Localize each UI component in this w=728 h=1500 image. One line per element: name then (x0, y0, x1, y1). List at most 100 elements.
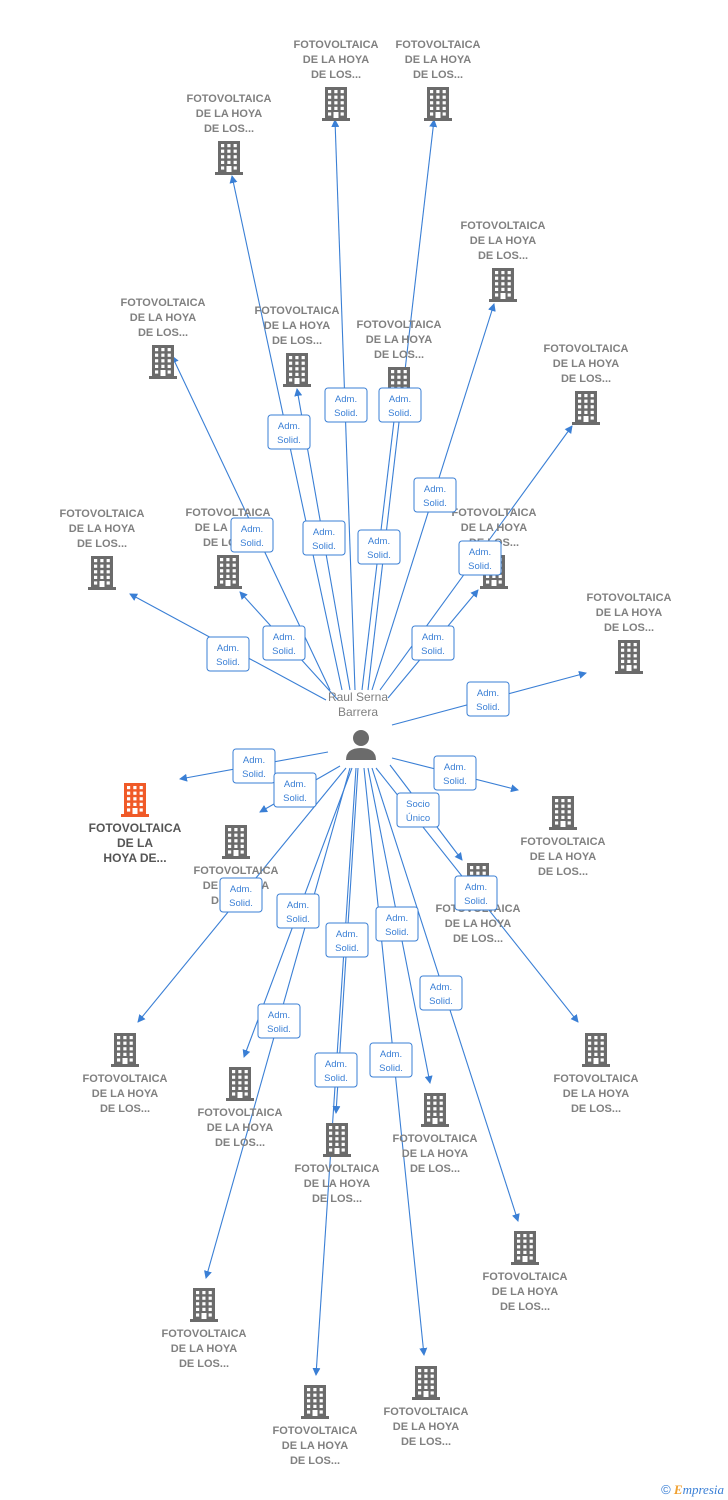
building-icon[interactable] (489, 268, 517, 302)
relation-badge-n14[interactable]: Adm.Solid. (273, 772, 317, 808)
building-icon[interactable] (215, 141, 243, 175)
relation-badge-n1[interactable]: Adm.Solid. (324, 387, 368, 423)
relation-badge-n22[interactable]: Adm.Solid. (419, 975, 463, 1011)
relation-badge-n21[interactable]: Adm.Solid. (375, 906, 419, 942)
relation-text: Adm. (243, 755, 265, 766)
relation-text: Solid. (312, 541, 336, 552)
building-icon[interactable] (121, 783, 149, 817)
relation-badge-n10[interactable]: Adm.Solid. (262, 625, 306, 661)
company-label-line: DE LA HOYA (461, 522, 527, 534)
relation-text: Solid. (379, 1063, 403, 1074)
relation-badge-n3[interactable]: Adm.Solid. (267, 414, 311, 450)
building-icon[interactable] (301, 1385, 329, 1419)
relation-badge-n11[interactable]: Adm. Solid. (411, 625, 455, 661)
relation-badge-n25[interactable]: Adm.Solid. (369, 1042, 413, 1078)
relation-text: Socio (406, 799, 430, 810)
relation-badge-n15[interactable]: Adm.Solid. (433, 755, 477, 791)
building-icon[interactable] (283, 353, 311, 387)
relation-text: Adm. (287, 900, 309, 911)
relation-badge-n9[interactable]: Adm.Solid. (206, 636, 250, 672)
relation-badge-n7[interactable]: Adm.Solid. (357, 529, 401, 565)
building-icon[interactable] (322, 87, 350, 121)
relation-badge-n8[interactable]: Adm.Solid. (458, 540, 502, 576)
relation-text: Solid. (423, 498, 447, 509)
company-label-line: FOTOVOLTAICA (294, 39, 379, 51)
relation-badge-n17[interactable]: Adm.Solid. (454, 875, 498, 911)
building-icon[interactable] (511, 1231, 539, 1265)
relation-text: Adm. (422, 632, 444, 643)
relation-badge-n6[interactable]: Adm. Solid. (302, 520, 346, 556)
building-icon[interactable] (214, 555, 242, 589)
building-icon[interactable] (615, 640, 643, 674)
company-label-line: DE LOS... (77, 538, 127, 550)
relation-badge-n19[interactable]: Adm.Solid. (276, 893, 320, 929)
relation-text: Adm. (313, 527, 335, 538)
building-icon[interactable] (421, 1093, 449, 1127)
company-label-line: DE LOS... (100, 1103, 150, 1115)
relation-badge-n12[interactable]: Adm.Solid. (466, 681, 510, 717)
company-label-line: DE LOS... (215, 1137, 265, 1149)
copyright-symbol: © (661, 1482, 671, 1497)
relation-badge-n5[interactable]: Adm.Solid. (230, 517, 274, 553)
building-icon[interactable] (572, 391, 600, 425)
company-label-line: FOTOVOLTAICA (83, 1073, 168, 1085)
building-icon[interactable] (111, 1033, 139, 1067)
relation-badge-n20[interactable]: Adm.Solid. (325, 922, 369, 958)
relation-badge-n23[interactable]: Adm.Solid. (257, 1003, 301, 1039)
building-icon[interactable] (149, 345, 177, 379)
company-label-line: FOTOVOLTAICA (255, 305, 340, 317)
company-label-line: DE LA HOYA (304, 1178, 370, 1190)
building-icon[interactable] (412, 1366, 440, 1400)
relation-badge-n2[interactable]: Adm.Solid. (378, 387, 422, 423)
person-icon[interactable] (346, 730, 376, 760)
company-label-line: FOTOVOLTAICA (396, 39, 481, 51)
company-label-line: DE LA HOYA (130, 312, 196, 324)
building-icon[interactable] (88, 556, 116, 590)
relation-badge-n24[interactable]: Adm.Solid. (314, 1052, 358, 1088)
center-person[interactable]: Raul Serna Barrera (328, 690, 388, 760)
company-label-line: DE LOS... (312, 1193, 362, 1205)
relation-text: Solid. (283, 793, 307, 804)
company-label-line: DE LOS... (272, 335, 322, 347)
building-icon[interactable] (549, 796, 577, 830)
building-icon[interactable] (582, 1033, 610, 1067)
relation-text: Solid. (421, 646, 445, 657)
relation-text: Adm. (336, 929, 358, 940)
company-label-line: DE LOS... (413, 69, 463, 81)
relation-badge-n4[interactable]: Adm.Solid. (413, 477, 457, 513)
relation-badge-n13[interactable]: Adm.Solid. (232, 748, 276, 784)
person-name-line1: Raul Serna (328, 690, 388, 704)
building-icon[interactable] (424, 87, 452, 121)
building-icon[interactable] (222, 825, 250, 859)
relation-badge-n18[interactable]: Adm.Solid. (219, 877, 263, 913)
relation-text: Solid. (388, 408, 412, 419)
relation-text: Solid. (272, 646, 296, 657)
company-label-line: DE LOS... (604, 622, 654, 634)
building-icon[interactable] (323, 1123, 351, 1157)
relation-text: Solid. (443, 776, 467, 787)
building-icon[interactable] (190, 1288, 218, 1322)
building-icon[interactable] (226, 1067, 254, 1101)
company-label-line: FOTOVOLTAICA (384, 1406, 469, 1418)
